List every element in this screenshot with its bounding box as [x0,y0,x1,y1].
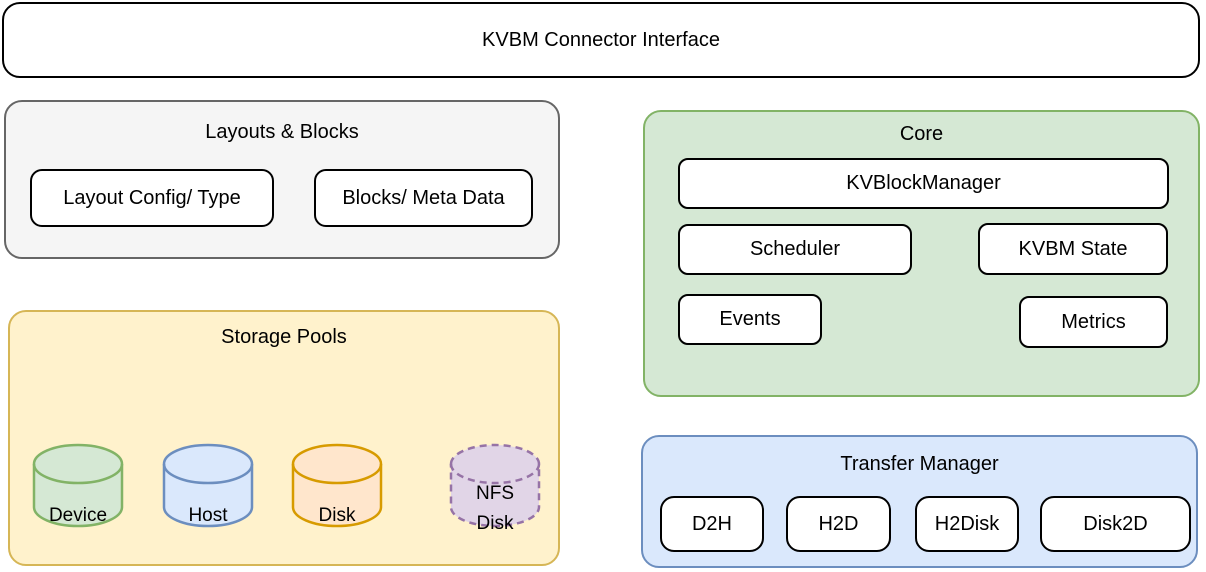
transfer-manager-panel: Transfer Manager D2H H2D H2Disk Disk2D [641,435,1198,568]
kvblockmanager-label: KVBlockManager [846,172,1001,194]
d2h-box: D2H [660,496,764,552]
layout-config-type-label: Layout Config/ Type [63,186,241,209]
layouts-blocks-title: Layouts & Blocks [205,121,359,143]
cylinder-shape-icon [291,443,383,528]
disk-label: Disk [318,505,356,526]
core-panel: Core KVBlockManager Scheduler KVBM State… [643,110,1200,397]
cylinder-shape-icon [162,443,254,528]
host-cylinder: Host [162,443,254,529]
metrics-box: Metrics [1019,296,1168,348]
metrics-label: Metrics [1061,310,1126,333]
host-label: Host [188,505,228,526]
kvbm-connector-interface-bar: KVBM Connector Interface [2,2,1200,78]
layouts-blocks-panel: Layouts & Blocks Layout Config/ Type Blo… [4,100,560,259]
cylinder-shape-icon [449,443,541,528]
events-label: Events [719,308,781,330]
events-box: Events [678,294,822,345]
device-cylinder: Device [32,443,124,529]
d2h-label: D2H [691,512,732,535]
storage-pools-title: Storage Pools [221,326,347,348]
h2disk-label: H2Disk [934,512,1000,535]
layout-config-type-box: Layout Config/ Type [30,169,274,227]
kvblockmanager-box: KVBlockManager [678,158,1169,209]
nfs-disk-label: NFS Disk [476,483,514,534]
h2d-label: H2D [818,512,859,535]
blocks-meta-data-box: Blocks/ Meta Data [314,169,533,227]
device-label: Device [48,505,108,526]
nfs-disk-cylinder: NFS Disk [449,443,541,534]
kvbm-state-label: KVBM State [1018,237,1128,260]
disk-cylinder: Disk [291,443,383,529]
disk2d-label: Disk2D [1083,512,1148,535]
scheduler-label: Scheduler [749,238,841,260]
kvbm-state-box: KVBM State [978,223,1168,275]
storage-pools-panel: Storage Pools Device Host Disk NFS Disk [8,310,560,566]
h2disk-box: H2Disk [915,496,1019,552]
cylinder-shape-icon [32,443,124,528]
disk2d-box: Disk2D [1040,496,1191,552]
scheduler-box: Scheduler [678,224,912,275]
kvbm-connector-interface-label: KVBM Connector Interface [482,28,720,51]
h2d-box: H2D [786,496,891,552]
blocks-meta-data-label: Blocks/ Meta Data [342,186,505,209]
core-title: Core [899,123,944,145]
transfer-manager-title: Transfer Manager [840,453,999,475]
